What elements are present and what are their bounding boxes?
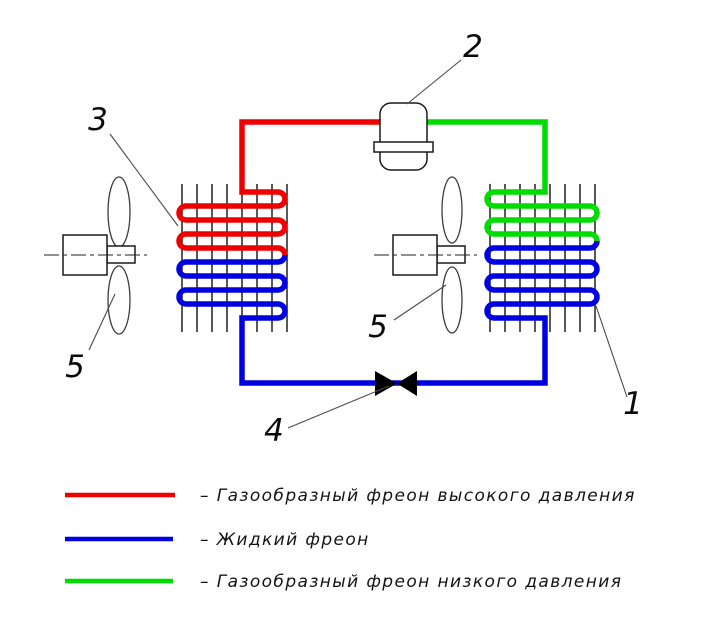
callout-evaporator: 1 bbox=[623, 386, 643, 422]
callout-numbers: 1 2 3 4 5 5 bbox=[65, 29, 643, 449]
low-pressure-gas-pipe bbox=[427, 119, 600, 242]
callout-condenser: 3 bbox=[88, 102, 108, 138]
callout-fan-right: 5 bbox=[368, 309, 388, 345]
legend: – Газообразный фреон высокого давления –… bbox=[65, 486, 636, 592]
callout-leaders bbox=[88, 59, 628, 429]
leader-condenser bbox=[109, 133, 179, 227]
expansion-valve-symbol bbox=[375, 371, 417, 396]
fan-left-blade-top bbox=[107, 176, 131, 248]
fan-right-blade-top bbox=[441, 176, 463, 244]
callout-fan-left: 5 bbox=[65, 349, 85, 385]
legend-label-high-pressure: – Газообразный фреон высокого давления bbox=[200, 486, 636, 506]
fan-right-symbol bbox=[374, 176, 477, 334]
fan-left-blade-bottom bbox=[107, 265, 131, 335]
fan-right-blade-bottom bbox=[441, 266, 463, 334]
high-pressure-gas-pipe bbox=[176, 119, 380, 256]
legend-label-low-pressure: – Газообразный фреон низкого давления bbox=[200, 572, 622, 592]
leader-evaporator bbox=[595, 305, 628, 398]
leader-fan-left bbox=[88, 293, 116, 351]
leader-fan-right bbox=[393, 284, 447, 321]
leader-compressor bbox=[406, 59, 462, 105]
legend-label-liquid: – Жидкий фреон bbox=[200, 530, 370, 550]
liquid-pipe bbox=[176, 240, 600, 386]
leader-valve bbox=[287, 385, 390, 429]
fan-left-symbol bbox=[44, 176, 147, 335]
compressor-symbol bbox=[373, 102, 434, 171]
callout-compressor: 2 bbox=[463, 29, 483, 65]
callout-expansion-valve: 4 bbox=[264, 413, 284, 449]
